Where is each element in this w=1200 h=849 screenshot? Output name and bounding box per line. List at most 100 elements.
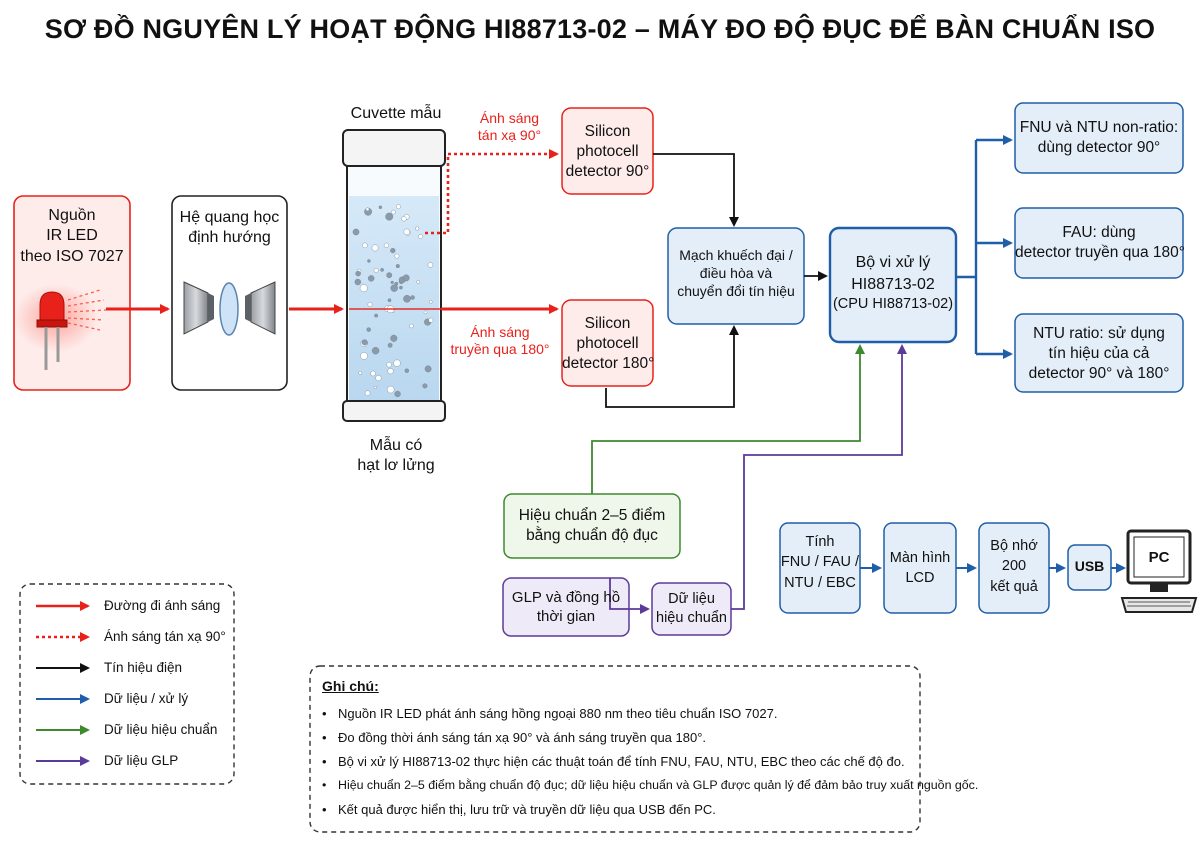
- particle: [424, 365, 432, 373]
- particle: [367, 301, 373, 307]
- particle: [352, 228, 360, 236]
- particle: [370, 370, 376, 377]
- signal-det90-amp: [653, 153, 739, 227]
- particle: [428, 317, 434, 323]
- particle: [375, 375, 382, 382]
- particle: [387, 342, 393, 348]
- note-item: •Nguồn IR LED phát ánh sáng hồng ngoại 8…: [322, 706, 778, 721]
- particle: [387, 385, 395, 394]
- usb-label: USB: [1074, 558, 1105, 574]
- out-ntu-box: [1014, 313, 1184, 393]
- particle: [360, 352, 368, 360]
- particle: [374, 313, 378, 318]
- note-item: •Đo đồng thời ánh sáng tán xạ 90° và ánh…: [322, 730, 707, 745]
- particle: [402, 274, 410, 282]
- optics-lens-icon: [183, 281, 276, 336]
- particle: [383, 242, 389, 248]
- particle: [355, 270, 361, 277]
- cpu-box: [828, 226, 958, 344]
- calibration-to-cpu: [591, 344, 865, 494]
- particle: [361, 339, 368, 346]
- particle: [386, 362, 392, 368]
- particle: [417, 234, 423, 240]
- legend-label-glp: Dữ liệu GLP: [104, 753, 179, 768]
- particle: [386, 272, 393, 279]
- signal-det180-amp: [605, 325, 739, 408]
- particle: [368, 275, 375, 282]
- cal-data-to-cpu: [731, 344, 907, 610]
- particle: [364, 390, 371, 396]
- glp-box: [502, 577, 630, 637]
- note-item: •Kết quả được hiển thị, lưu trữ và truyề…: [322, 802, 716, 817]
- particle: [399, 285, 403, 290]
- particle: [385, 212, 394, 221]
- particle: [429, 300, 433, 304]
- particle: [387, 298, 392, 303]
- cuvette-label: Cuvette mẫu: [350, 105, 442, 122]
- particle: [380, 268, 384, 272]
- particle: [394, 253, 400, 259]
- particle: [403, 228, 410, 236]
- particle: [422, 383, 428, 389]
- suspended-particles: [352, 204, 434, 398]
- particle: [354, 278, 361, 286]
- notes-frame: [309, 665, 921, 833]
- data-cpu-branch: [956, 140, 978, 354]
- particle: [390, 284, 398, 292]
- particle: [390, 280, 394, 284]
- light-path-scattered: [425, 149, 559, 235]
- legend-label-light: Đường đi ánh sáng: [104, 598, 221, 613]
- legend-label-data: Dữ liệu / xử lý: [104, 691, 189, 706]
- diagram-title: SƠ ĐỒ NGUYÊN LÝ HOẠT ĐỘNG HI88713-02 – M…: [44, 14, 1156, 44]
- note-item: •Hiệu chuẩn 2–5 điểm bằng chuẩn độ đục; …: [322, 778, 979, 792]
- particle: [359, 284, 368, 293]
- particle: [378, 205, 383, 210]
- particle: [401, 216, 407, 222]
- notes-title: Ghi chú:: [322, 678, 379, 694]
- particle: [373, 267, 379, 273]
- particle: [393, 359, 401, 367]
- particle: [371, 347, 380, 355]
- pc-label: PC: [1148, 549, 1170, 566]
- particle: [390, 248, 396, 254]
- particle: [395, 204, 401, 210]
- particle: [427, 262, 434, 268]
- particle: [394, 390, 401, 398]
- particle: [390, 334, 398, 342]
- particle: [373, 385, 377, 390]
- legend-label-light-dotted: Ánh sáng tán xạ 90°: [104, 629, 226, 644]
- out-fau-box: [1014, 207, 1184, 279]
- particle: [367, 259, 371, 263]
- particle: [410, 295, 415, 300]
- out-fnu-box: [1014, 102, 1184, 174]
- particle: [395, 264, 400, 269]
- note-item: •Bộ vi xử lý HI88713-02 thực hiện các th…: [322, 754, 905, 769]
- particle: [391, 209, 396, 215]
- particle: [387, 368, 394, 375]
- legend-label-electric: Tín hiệu điện: [104, 660, 183, 675]
- out-fnu-label: FNU và NTU non-ratio:dùng detector 90°: [1019, 119, 1179, 156]
- detector180-box: [561, 299, 654, 387]
- legend-label-calibration: Dữ liệu hiệu chuẩn: [104, 722, 218, 737]
- particle: [366, 327, 371, 332]
- legend-frame: [19, 583, 235, 785]
